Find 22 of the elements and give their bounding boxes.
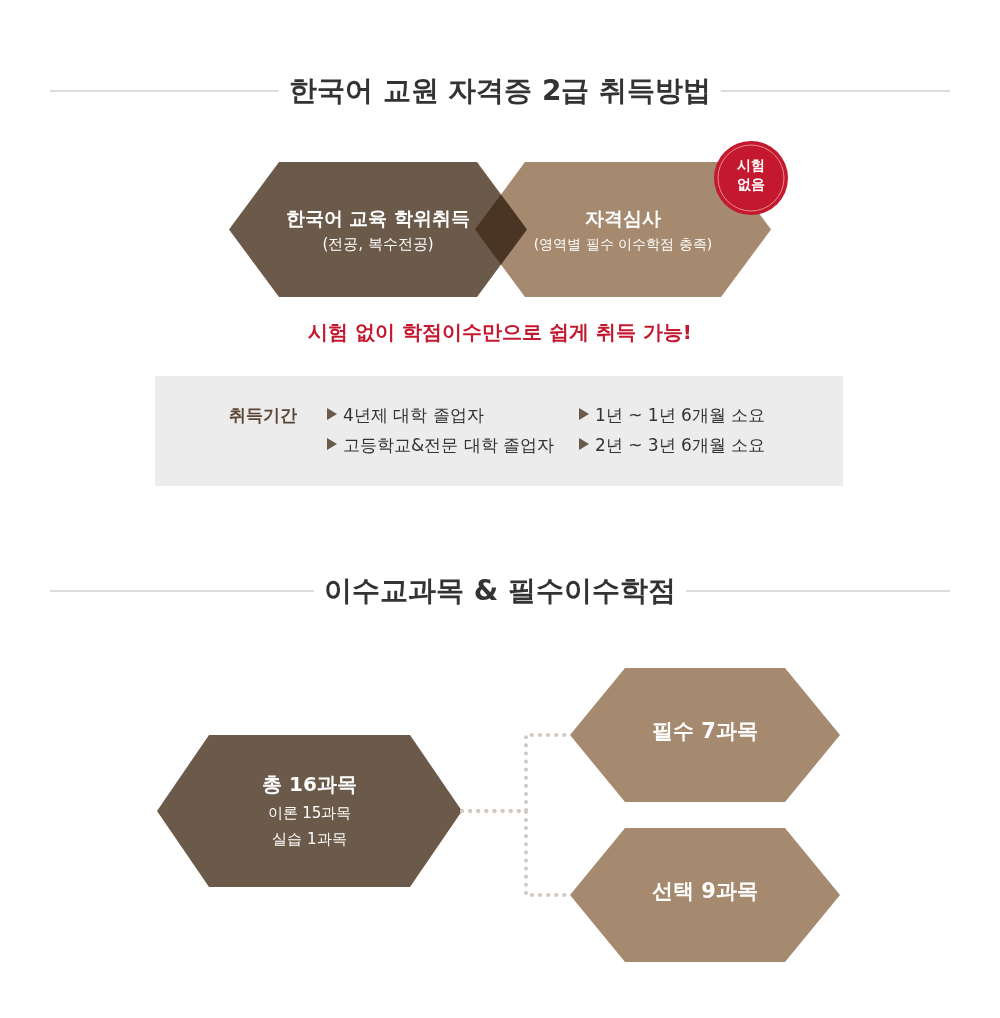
hexagon-box [229,162,501,297]
box-text: 이론 15과목 [266,803,353,824]
hexagon-box [570,668,840,802]
box-text: (영역별 필수 이수학점 충족) [532,235,714,254]
panel-text: 2년 ~ 3년 6개월 소요 [595,434,766,456]
panel-heading: 취득기간 [229,404,297,426]
box-text: 실습 1과목 [271,829,348,850]
box-title: 총 16과목 [261,771,358,797]
box-title: 한국어 교육 학위취득 [284,206,472,231]
box-title: 필수 7과목 [651,718,759,745]
panel-text: 4년제 대학 졸업자 [343,404,484,426]
badge-text: 시험 없음 [736,156,766,194]
hexagon-box [570,828,840,962]
badge-circle [713,140,789,216]
panel-text: 1년 ~ 1년 6개월 소요 [595,404,766,426]
info-panel [155,376,843,486]
box-title: 자격심사 [584,206,662,231]
box-text: (전공, 복수전공) [321,234,435,255]
box-title: 선택 9과목 [651,878,759,905]
note-text: 시험 없이 학점이수만으로 쉽게 취득 가능! [308,319,692,346]
panel-text: 고등학교&전문 대학 졸업자 [343,434,555,456]
hexagon-box [157,735,462,887]
